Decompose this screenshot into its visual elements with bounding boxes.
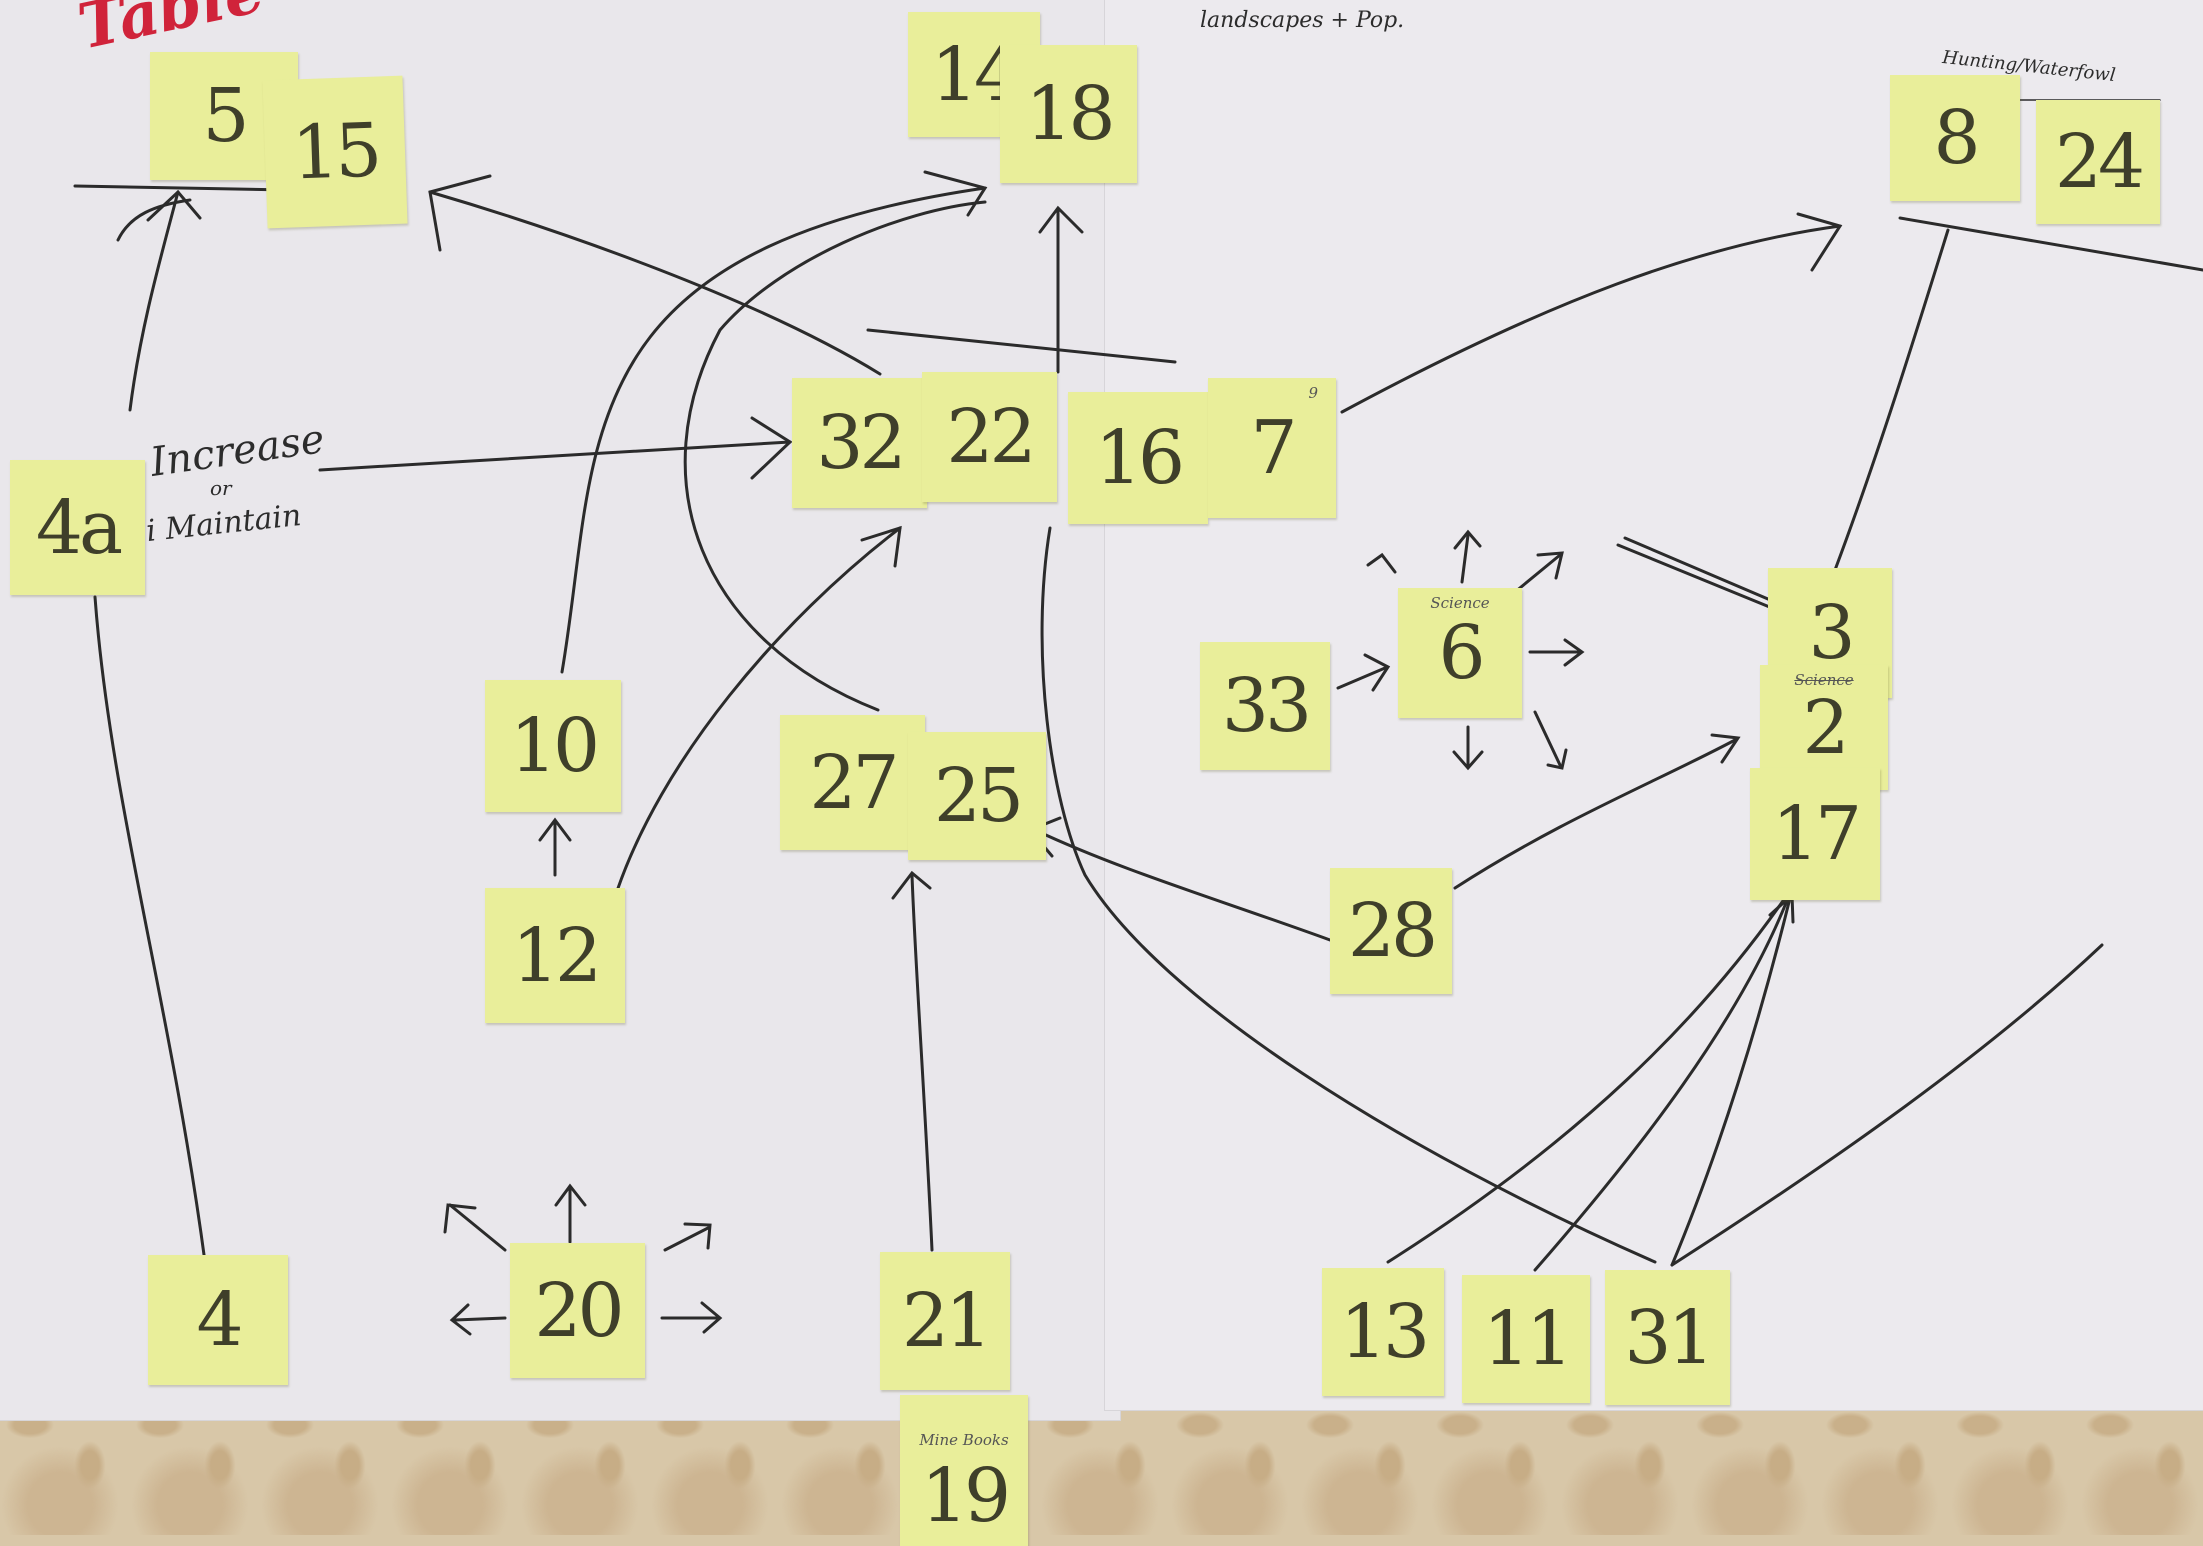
sticky-note-6[interactable]: Science 6: [1398, 588, 1522, 718]
sticky-note-31[interactable]: 31: [1605, 1270, 1730, 1405]
note-number: 21: [902, 1278, 988, 1364]
sticky-note-20[interactable]: 20: [510, 1243, 645, 1378]
sticky-note-11[interactable]: 11: [1462, 1275, 1590, 1403]
landscapes-note: landscapes + Pop.: [1200, 8, 1404, 33]
connector-line: [1515, 555, 1560, 592]
sticky-note-22[interactable]: 22: [922, 372, 1057, 502]
sticky-note-4a[interactable]: 4a: [10, 460, 145, 595]
note-number: 24: [2055, 119, 2141, 205]
note-number: 4: [196, 1277, 239, 1363]
connector-line: [665, 1228, 708, 1250]
sticky-note-15[interactable]: 15: [262, 76, 407, 229]
sticky-note-27[interactable]: 27: [780, 715, 925, 850]
note-number: 18: [1025, 71, 1111, 157]
sticky-note-24[interactable]: 24: [2036, 100, 2160, 224]
note-number: 4a: [36, 485, 119, 571]
sticky-note-17[interactable]: 17: [1750, 768, 1880, 900]
note-number: 10: [510, 703, 596, 789]
rule-line: [868, 330, 1175, 362]
connector-line: [1625, 538, 1775, 602]
connector-line: [1342, 226, 1840, 412]
note-number: 12: [512, 913, 598, 999]
rule-line: [1900, 218, 2203, 270]
sticky-note-4[interactable]: 4: [148, 1255, 288, 1385]
or-label: or: [210, 476, 232, 500]
note-small-mark: 9: [1208, 384, 1336, 402]
connector-line: [1672, 945, 2102, 1265]
note-number: 2: [1802, 685, 1845, 771]
connector-line: [1455, 740, 1735, 888]
connector-line: [1618, 545, 1772, 608]
note-subtitle: Science: [1760, 671, 1888, 689]
connector-line: [1462, 535, 1468, 582]
sticky-note-16[interactable]: 16: [1068, 392, 1208, 524]
connector-line: [450, 1205, 505, 1250]
note-number: 13: [1340, 1289, 1426, 1375]
note-number: 27: [809, 740, 895, 826]
note-number: 17: [1772, 791, 1858, 877]
note-subtitle: Science: [1398, 594, 1522, 612]
arrow-head: [445, 1205, 475, 1232]
sticky-note-13[interactable]: 13: [1322, 1268, 1444, 1396]
note-number: 7: [1250, 405, 1293, 491]
connector-line: [912, 875, 932, 1250]
arrow-head: [1798, 214, 1840, 270]
note-number: 3: [1808, 590, 1851, 676]
sticky-note-8[interactable]: 8: [1890, 75, 2020, 201]
note-number: 11: [1483, 1296, 1569, 1382]
note-number: 5: [202, 73, 245, 159]
arrow-head: [752, 418, 790, 478]
rule-line: [75, 186, 290, 190]
connector-line: [455, 1318, 505, 1320]
connector-line: [430, 192, 880, 374]
note-number: 19: [921, 1453, 1007, 1539]
sticky-note-32[interactable]: 32: [792, 378, 927, 508]
note-number: 8: [1933, 95, 1976, 181]
note-number: 20: [534, 1268, 620, 1354]
connector-line: [1035, 830, 1330, 940]
note-number: 25: [934, 753, 1020, 839]
note-number: 28: [1348, 888, 1434, 974]
note-number: 31: [1624, 1295, 1710, 1381]
connector-line: [95, 597, 205, 1262]
arrow-head: [1040, 208, 1082, 232]
sticky-note-25[interactable]: 25: [908, 732, 1046, 860]
note-number: 15: [290, 108, 379, 197]
sticky-note-33[interactable]: 33: [1200, 642, 1330, 770]
sticky-note-7[interactable]: 9 7: [1208, 378, 1336, 518]
note-number: 32: [816, 400, 902, 486]
arrow-head: [118, 200, 190, 240]
sticky-note-28[interactable]: 28: [1330, 868, 1452, 994]
note-number: 16: [1095, 415, 1181, 501]
arrow-head: [1368, 555, 1395, 572]
note-subtitle: Mine Books: [900, 1431, 1028, 1449]
sticky-note-18[interactable]: 18: [1000, 45, 1137, 183]
connector-line: [320, 442, 790, 470]
sticky-note-10[interactable]: 10: [485, 680, 621, 812]
connector-line: [1672, 898, 1790, 1265]
connector-line: [1535, 712, 1560, 765]
note-number: 6: [1438, 610, 1481, 696]
connector-line: [130, 192, 178, 410]
connector-line: [1835, 230, 1948, 570]
arrow-head: [430, 176, 490, 250]
note-number: 22: [946, 394, 1032, 480]
sticky-note-21[interactable]: 21: [880, 1252, 1010, 1390]
sticky-note-12[interactable]: 12: [485, 888, 625, 1023]
note-number: 33: [1222, 663, 1308, 749]
sticky-note-19[interactable]: Mine Books 19: [900, 1395, 1028, 1546]
